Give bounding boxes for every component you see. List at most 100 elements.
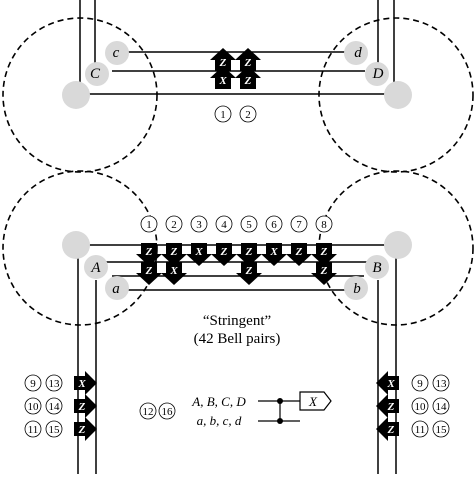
svg-text:1: 1 [220,109,226,121]
gate-arrow-down: Z [286,243,312,266]
step-label: 11 [411,420,429,438]
svg-text:13: 13 [436,378,448,390]
qubit-node [105,41,129,65]
node-label-a: a [112,281,120,297]
svg-text:Z: Z [320,246,328,258]
svg-text:Z: Z [387,401,395,413]
svg-text:Z: Z [78,401,86,413]
svg-text:14: 14 [49,401,61,413]
step-label: 15 [45,420,63,438]
svg-text:X: X [386,378,395,390]
gate-arrow-left: Z [376,417,399,441]
step-label: 9 [411,374,429,392]
svg-text:X: X [269,246,278,258]
legend-gate-label: X [308,394,318,409]
step-label: 1 [140,215,158,233]
gate-arrow-up: Z [235,48,261,71]
qubit-node [105,276,129,300]
qubit-node [62,81,90,109]
caption-title: “Stringent” [203,313,271,329]
gate-arrow-left: Z [376,394,399,418]
step-label: 7 [290,215,308,233]
gate-arrow-down: Z [136,243,162,266]
qubit-node [84,255,108,279]
gate-arrow-right: X [74,371,97,395]
svg-text:6: 6 [271,219,277,231]
node-label-b: b [353,281,361,297]
gate-arrow-down: Z [236,243,262,266]
step-label: 5 [240,215,258,233]
svg-text:9: 9 [30,378,36,390]
node-label-A: A [90,260,101,276]
step-label: 3 [190,215,208,233]
gate-arrow-down: Z [311,262,337,285]
step-label: 14 [45,397,63,415]
svg-text:9: 9 [417,378,423,390]
svg-text:14: 14 [436,401,448,413]
qubit-node [365,62,389,86]
target-dot [277,418,283,424]
svg-text:2: 2 [171,219,177,231]
legend: 12 16 A, B, C, D a, b, c, d X [139,391,332,428]
gate-arrow-right: Z [74,417,97,441]
svg-text:X: X [77,378,86,390]
control-dot [277,398,283,404]
qubit-node [384,81,412,109]
svg-text:5: 5 [246,219,252,231]
svg-text:Z: Z [244,75,252,87]
svg-text:15: 15 [49,424,61,436]
svg-text:12: 12 [143,406,154,418]
step-label: 16 [158,402,176,420]
node-label-B: B [372,260,381,276]
legend-target-label: a, b, c, d [197,413,242,428]
gate-arrow-down: X [261,243,287,266]
svg-text:11: 11 [415,424,426,436]
step-label: 6 [265,215,283,233]
svg-text:Z: Z [78,424,86,436]
step-label: 4 [215,215,233,233]
legend-control-label: A, B, C, D [191,394,246,409]
qubit-node [384,231,412,259]
svg-text:15: 15 [436,424,448,436]
svg-text:Z: Z [387,424,395,436]
gate-arrow-down: X [161,262,187,285]
qubit-node [365,255,389,279]
svg-text:7: 7 [296,219,302,231]
step-label: 8 [315,215,333,233]
svg-text:Z: Z [220,246,228,258]
gate-arrow-down: X [186,243,212,266]
bottom-section: A a B b 1 2 3 4 5 6 7 8 Z Z X Z Z X Z Z … [2,170,474,474]
svg-text:10: 10 [415,401,427,413]
svg-text:X: X [169,265,178,277]
svg-text:1: 1 [146,219,152,231]
gate-arrow-up: Z [210,48,236,71]
svg-text:Z: Z [145,246,153,258]
node-label-c: c [113,45,120,61]
step-label: 14 [432,397,450,415]
top-right-dashed-circle [318,17,474,173]
qubit-node [62,231,90,259]
svg-text:8: 8 [321,219,327,231]
gate-arrow-down: Z [311,243,337,266]
svg-text:Z: Z [145,265,153,277]
step-label: 13 [45,374,63,392]
step-label: 15 [432,420,450,438]
svg-text:Z: Z [219,57,227,69]
step-label: 13 [432,374,450,392]
top-section: C c D d Z Z X Z 1 2 [2,0,474,173]
qubit-node [85,62,109,86]
step-label: 10 [411,397,429,415]
step-label: 11 [24,420,42,438]
svg-text:10: 10 [28,401,40,413]
svg-text:16: 16 [162,406,174,418]
gate-arrow-left: X [376,371,399,395]
gate-arrow-up: X [210,66,236,89]
step-label: 1 [214,105,232,123]
svg-text:Z: Z [295,246,303,258]
qubit-node [344,41,368,65]
svg-text:X: X [218,75,227,87]
node-label-D: D [372,66,384,82]
step-label: 10 [24,397,42,415]
